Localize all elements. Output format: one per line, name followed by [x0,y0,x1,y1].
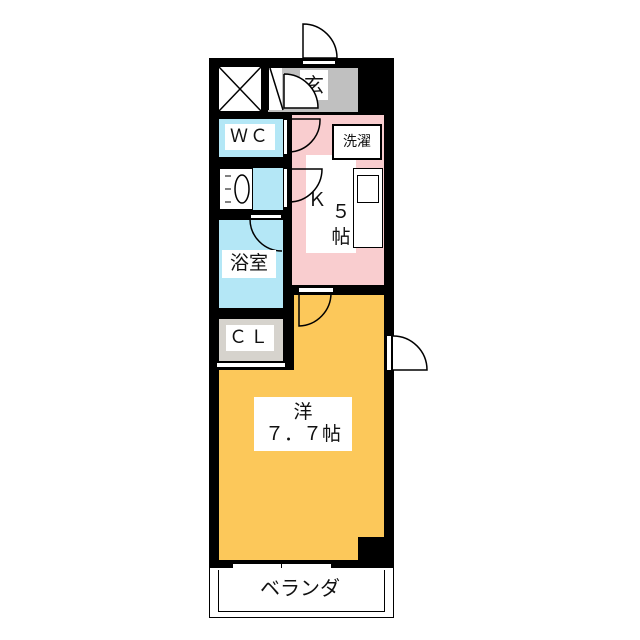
washroom-door-opening [283,168,288,208]
western-room-upper [294,295,384,375]
shoe-cabinet-line [269,67,284,111]
washroom-door-icon [288,168,323,203]
western-door-icon [298,292,332,327]
laundry-label: 洗濯 [337,130,377,154]
wc-label: ＷＣ [225,124,275,150]
corner-pillar [358,537,384,563]
side-window-opening [386,335,392,371]
wc-door-opening [283,119,288,155]
front-door-icon [302,23,338,59]
kitchen-sink [357,175,379,203]
front-door-opening [302,60,336,65]
western-room-label: 洋 ７．７帖 [254,397,352,451]
pipe-shaft-x-icon [218,66,262,112]
bath-door-icon [249,218,283,252]
western-door-opening [298,287,334,293]
balcony-label: ベランダ [240,574,360,602]
entrance-inner-door-icon [283,73,319,109]
bath-door-opening [250,214,282,219]
side-door-icon [392,335,428,371]
shoe-cabinet [268,68,282,110]
wc-door-icon [288,118,321,153]
kitchen-white-area [306,155,356,253]
kitchen-label-k: Ｋ [307,189,327,212]
kitchen-label-size: ５ [331,201,351,224]
bath-label: 浴室 [222,250,276,278]
closet-label: ＣＬ [226,325,274,351]
balcony-window-divider [281,560,282,570]
western-room-size: ７．７帖 [264,423,341,445]
wash-basin-icon [225,174,250,204]
western-room-type: 洋 [293,401,313,424]
kitchen-label-unit: 帖 [331,226,351,249]
closet-door-track [216,362,286,368]
